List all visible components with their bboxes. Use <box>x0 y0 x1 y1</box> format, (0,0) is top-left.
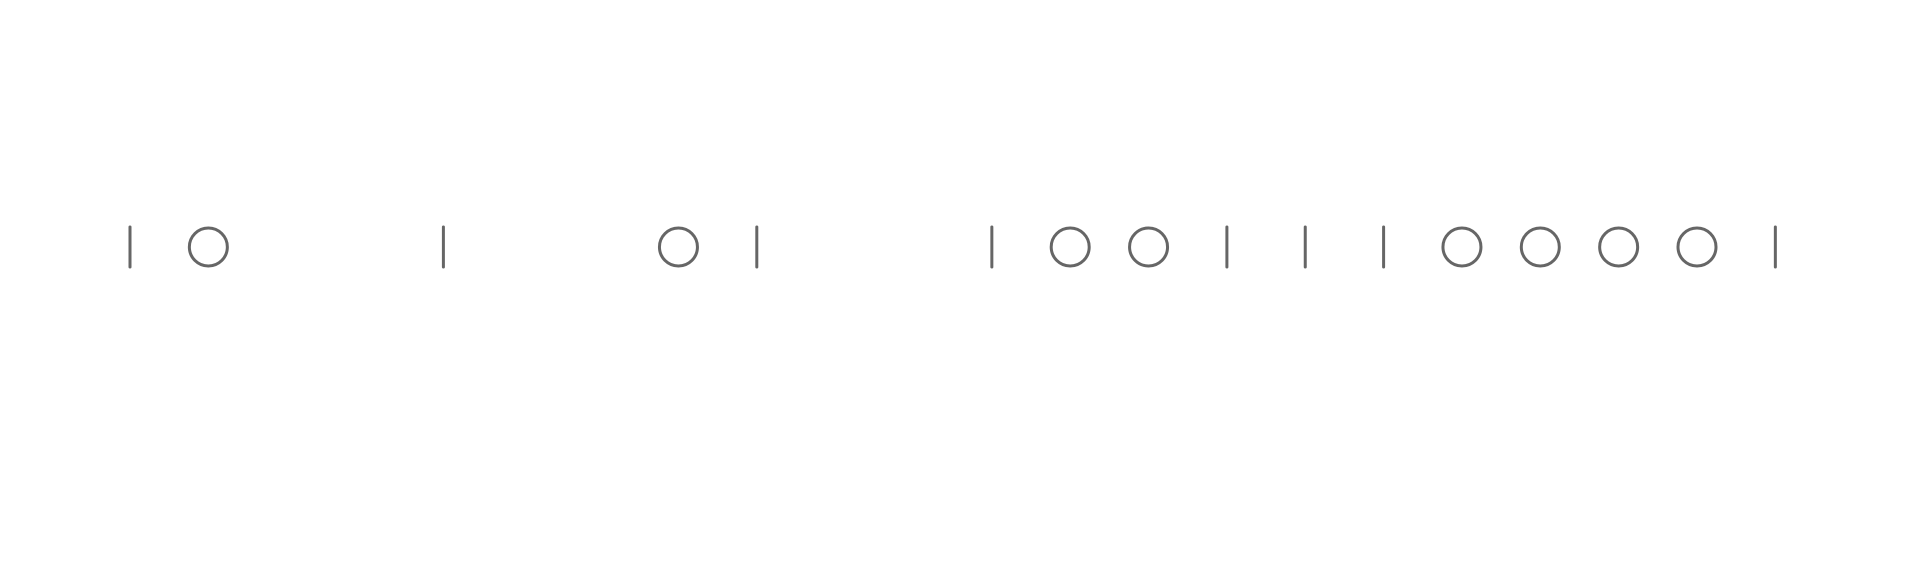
circle-symbol <box>1441 226 1483 268</box>
circle-symbol <box>1128 226 1170 268</box>
circle-symbol <box>657 226 699 268</box>
circle-symbol <box>1598 226 1640 268</box>
circle-symbol <box>1049 226 1091 268</box>
circle-symbol <box>1519 226 1561 268</box>
circle-symbol <box>1676 226 1718 268</box>
circle-symbol <box>187 226 229 268</box>
